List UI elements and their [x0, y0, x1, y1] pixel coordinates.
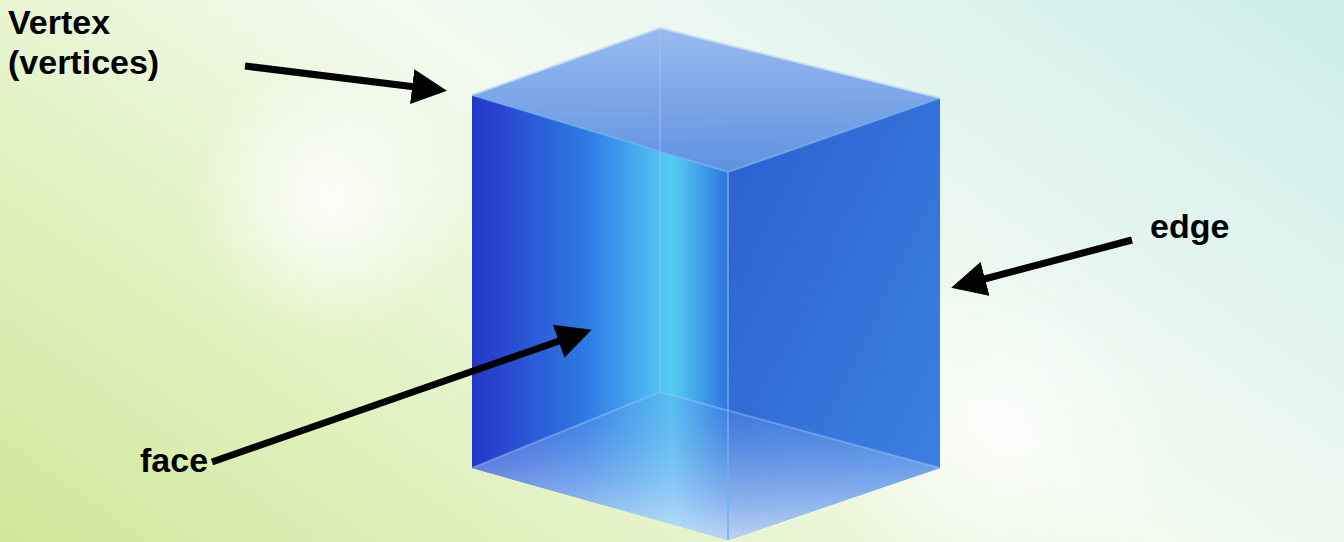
- face-label: face: [140, 440, 260, 480]
- cube-hidden-edges: [472, 28, 940, 468]
- edge-arrow: [958, 240, 1132, 286]
- edge-label: edge: [1150, 206, 1330, 246]
- vertex-arrow: [245, 66, 440, 90]
- cube-bottom-face: [472, 392, 940, 540]
- leader-arrows: [212, 66, 1132, 462]
- cube: [472, 28, 940, 540]
- cube-edges: [472, 95, 940, 540]
- cube-top-edges: [472, 28, 940, 98]
- face-arrow: [212, 332, 585, 462]
- vertex-label: Vertex (vertices): [8, 2, 208, 82]
